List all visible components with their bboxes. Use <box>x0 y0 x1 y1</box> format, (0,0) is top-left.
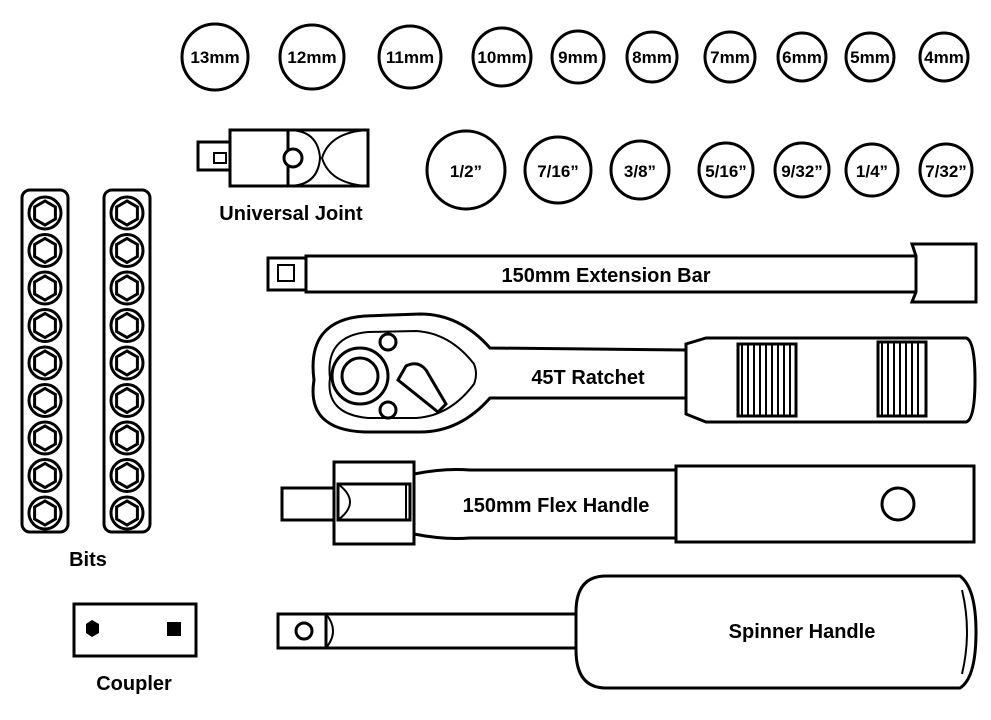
bit <box>27 270 63 306</box>
imperial-socket-label: 3/8” <box>624 162 656 181</box>
metric-socket-label: 8mm <box>632 48 672 67</box>
imperial-socket-label: 9/32” <box>781 162 823 181</box>
metric-socket-label: 11mm <box>386 48 434 67</box>
hex-socket-icon <box>86 620 99 637</box>
bit-holder-right <box>102 188 152 534</box>
imperial-sockets: 1/2” 7/16” 3/8” 5/16” 9/32” 1/4” 7/32” <box>425 129 974 211</box>
bit <box>109 233 145 268</box>
metric-socket-label: 4mm <box>924 48 964 67</box>
metric-socket-label: 12mm <box>287 48 336 67</box>
imperial-socket-label: 7/16” <box>537 162 579 181</box>
metric-socket-label: 6mm <box>782 48 822 67</box>
bits-label: Bits <box>69 549 107 571</box>
ratchet-grip-left <box>736 342 798 418</box>
bit <box>27 308 63 343</box>
coupler-label: Coupler <box>96 673 172 695</box>
metric-socket: 6mm <box>776 31 828 83</box>
imperial-socket: 1/2” <box>425 129 507 211</box>
universal-joint-label: Universal Joint <box>219 203 363 225</box>
imperial-socket-label: 7/32” <box>925 162 967 181</box>
ratchet-grip-right <box>876 340 928 418</box>
bit <box>109 458 145 493</box>
metric-socket-label: 7mm <box>710 48 750 67</box>
bit <box>109 345 145 381</box>
bit <box>27 458 63 493</box>
metric-sockets: 13mm 12mm 11mm 10mm 9mm 8mm 7mm 6mm 5mm 4mm <box>180 22 970 92</box>
universal-joint: Universal Joint <box>196 128 370 225</box>
imperial-socket-label: 5/16” <box>705 162 747 181</box>
bit <box>27 383 63 418</box>
coupler: Coupler <box>72 602 198 695</box>
bit <box>109 195 145 231</box>
spinner-handle-label: Spinner Handle <box>729 621 876 643</box>
imperial-socket: 7/32” <box>918 142 974 198</box>
metric-socket-label: 5mm <box>850 48 890 67</box>
bit <box>109 383 145 418</box>
flex-handle-label: 150mm Flex Handle <box>463 495 650 517</box>
metric-socket: 13mm <box>180 22 250 92</box>
flex-handle: 150mm Flex Handle <box>280 460 976 546</box>
bit <box>27 233 63 268</box>
metric-socket: 12mm <box>278 23 346 91</box>
ratchet-label: 45T Ratchet <box>531 367 645 389</box>
extension-bar: 150mm Extension Bar <box>266 242 978 304</box>
spinner-handle: Spinner Handle <box>276 574 978 690</box>
bit <box>27 420 63 456</box>
bit <box>27 345 63 381</box>
metric-socket: 11mm <box>377 24 443 90</box>
bit <box>109 495 145 531</box>
metric-socket-label: 9mm <box>558 48 598 67</box>
imperial-socket: 1/4” <box>844 142 900 198</box>
imperial-socket-label: 1/4” <box>856 162 888 181</box>
ratchet: 45T Ratchet <box>311 312 977 434</box>
metric-socket: 7mm <box>703 30 757 84</box>
extension-bar-label: 150mm Extension Bar <box>502 265 711 287</box>
metric-socket-label: 10mm <box>477 48 526 67</box>
bit <box>109 308 145 343</box>
imperial-socket: 7/16” <box>523 135 593 205</box>
bit-holder-left <box>20 188 70 534</box>
metric-socket-label: 13mm <box>190 48 239 67</box>
metric-socket: 9mm <box>550 29 606 85</box>
metric-socket: 5mm <box>844 31 896 83</box>
bit <box>109 270 145 306</box>
bit <box>109 420 145 456</box>
imperial-socket: 9/32” <box>773 141 831 199</box>
metric-socket: 4mm <box>918 31 970 83</box>
metric-socket: 10mm <box>471 26 533 88</box>
bit <box>27 195 63 231</box>
imperial-socket: 5/16” <box>697 141 755 199</box>
imperial-socket-label: 1/2” <box>450 162 482 181</box>
square-drive-icon <box>167 622 181 636</box>
metric-socket: 8mm <box>625 30 679 84</box>
imperial-socket: 3/8” <box>609 139 671 201</box>
bit <box>27 495 63 531</box>
